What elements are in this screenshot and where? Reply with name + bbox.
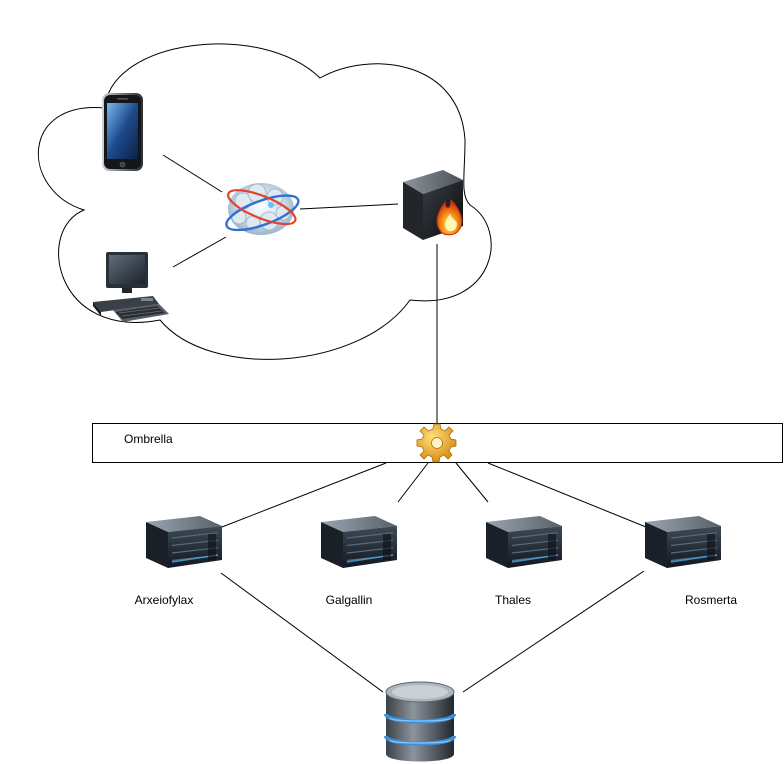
network-hub-icon [225, 183, 300, 235]
link-bar-galgallin [397, 462, 429, 503]
firewall-icon [403, 170, 463, 240]
link-rosmerta-db [462, 570, 645, 693]
ombrella-label: Ombrella [124, 432, 173, 446]
server-label-rosmerta: Rosmerta [684, 593, 738, 607]
server-label-galgallin: Galgallin [325, 593, 373, 607]
server-icon [321, 516, 397, 568]
smartphone-icon [102, 93, 143, 171]
server-label-thales: Thales [494, 593, 532, 607]
server-icon [486, 516, 562, 568]
link-arxeiofylax-db [220, 572, 384, 693]
server-icon [146, 516, 222, 568]
desktop-computer-icon [93, 252, 169, 322]
server-label-arxeiofylax: Arxeiofylax [134, 593, 194, 607]
server-icon [645, 516, 721, 568]
link-bar-thales [455, 462, 489, 503]
gear-icon [416, 423, 457, 463]
link-bar-arxeiofylax [221, 462, 387, 528]
link-bar-rosmerta [487, 462, 647, 528]
link-phone-hub [162, 154, 223, 193]
connection-lines [162, 154, 647, 693]
database-icon [384, 681, 456, 762]
link-hub-firewall [299, 203, 399, 210]
internet-cloud [38, 43, 492, 360]
link-desktop-hub [172, 236, 227, 268]
